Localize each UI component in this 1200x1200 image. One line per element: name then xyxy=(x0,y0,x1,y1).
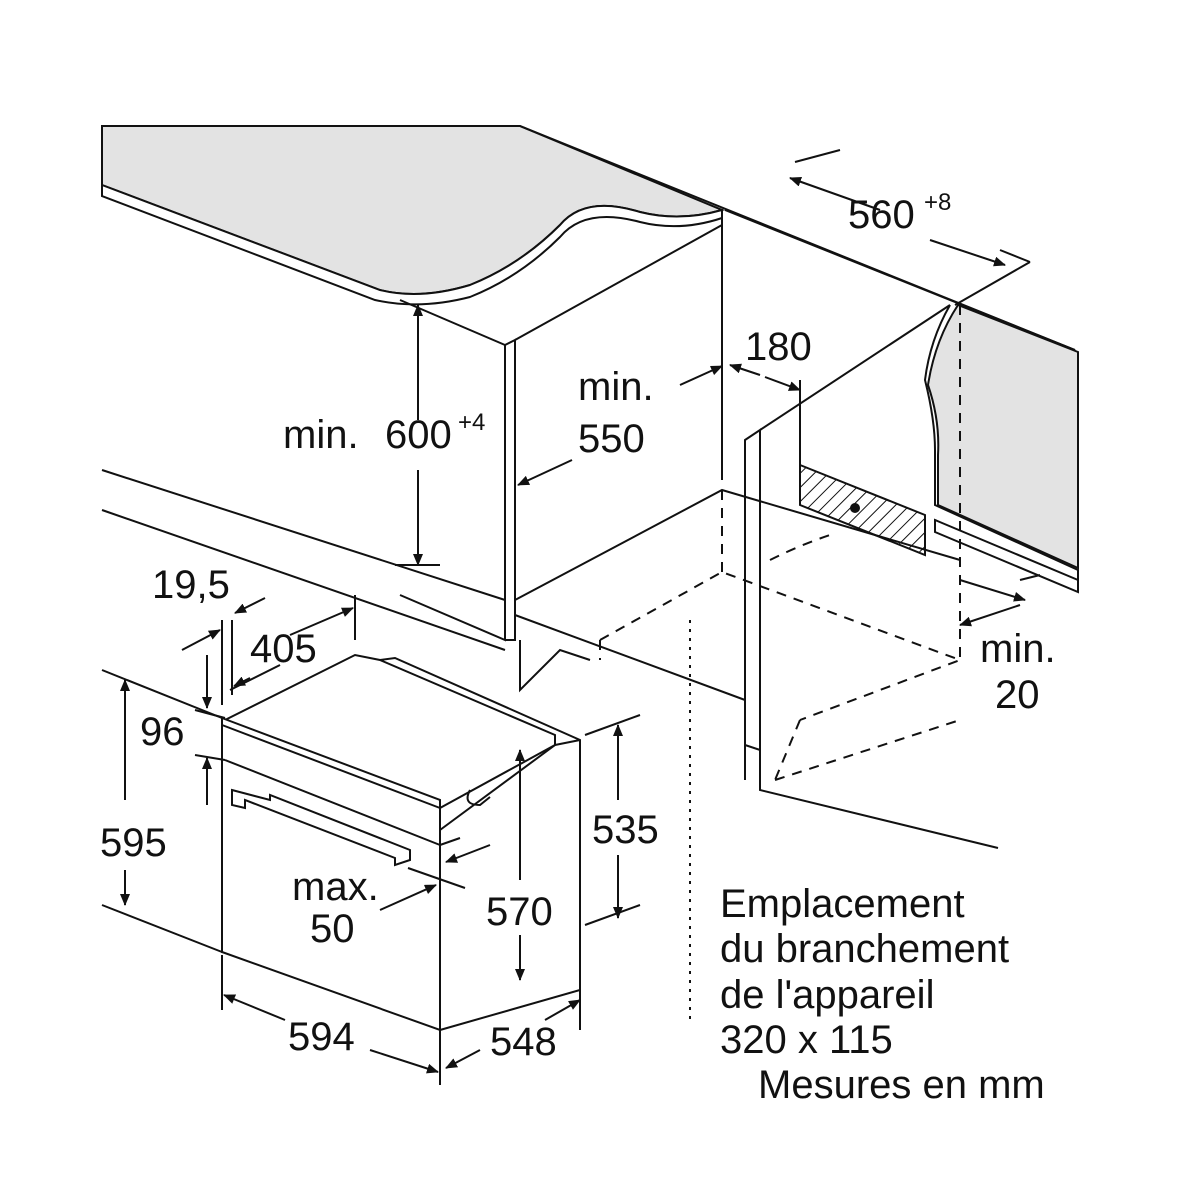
connection-area xyxy=(799,380,926,557)
oven-width-value: 594 xyxy=(288,1015,355,1059)
oven xyxy=(221,653,581,1032)
countertop xyxy=(101,125,1076,351)
rear-gap-label: min. xyxy=(980,627,1056,671)
connection-note: Emplacement du branchement de l'appareil… xyxy=(720,882,1045,1107)
min-height-prefix: min. xyxy=(283,413,359,457)
min-depth-label: min. xyxy=(578,365,654,409)
cabinet-width-value: 560 xyxy=(848,193,915,237)
panel-height-value: 96 xyxy=(140,710,185,754)
handle-depth-value: 50 xyxy=(310,907,355,951)
side-height-value: 535 xyxy=(592,808,659,852)
units-note: Mesures en mm xyxy=(758,1063,1045,1107)
rear-wall xyxy=(926,303,1079,570)
note-line-1: Emplacement xyxy=(720,882,965,926)
min-depth-value: 550 xyxy=(578,417,645,461)
vent-depth-value: 180 xyxy=(745,325,812,369)
oven-depth-value: 548 xyxy=(490,1020,557,1064)
cabinet-width-tolerance: +8 xyxy=(924,189,951,216)
handle-depth-label: max. xyxy=(292,865,379,909)
hidden-edges xyxy=(599,305,963,781)
min-height-value: 600 xyxy=(385,413,452,457)
front-panel-value: 19,5 xyxy=(152,563,230,607)
rear-gap-value: 20 xyxy=(995,673,1040,717)
wall-shelf xyxy=(934,518,1079,594)
top-depth-value: 405 xyxy=(250,627,317,671)
dimension-lines xyxy=(101,149,1041,1085)
min-height-tolerance: +4 xyxy=(458,409,485,436)
oven-height-value: 595 xyxy=(100,821,167,865)
body-height-value: 570 xyxy=(486,890,553,934)
note-line-3: de l'appareil xyxy=(720,973,934,1017)
dimension-labels: 560 +8 min. 600 +4 min. 550 180 min. 20 … xyxy=(100,189,1056,1064)
note-line-2: du branchement xyxy=(720,927,1009,971)
cabinet-niche xyxy=(101,209,1079,849)
note-size: 320 x 115 xyxy=(720,1018,893,1062)
